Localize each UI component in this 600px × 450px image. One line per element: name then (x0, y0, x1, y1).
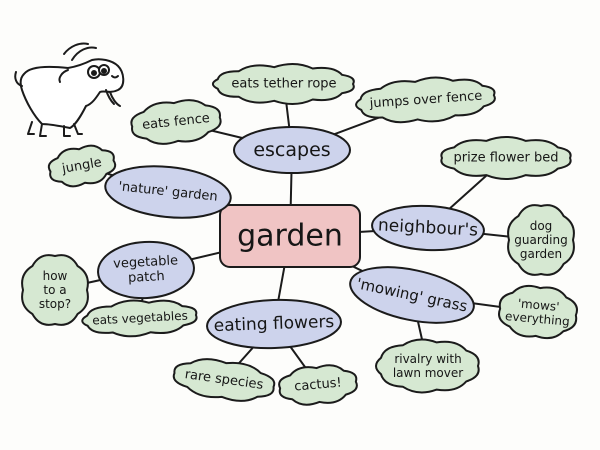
cloud-shape (498, 284, 578, 340)
topic-neighbours: neighbour's (371, 204, 485, 252)
node-label: eats tether rope (231, 77, 336, 92)
cloud-shape (278, 364, 358, 406)
node-label: eats vegetables (92, 309, 188, 328)
node-label: rivalry with (394, 352, 461, 366)
leaf-jumps-over-fence: jumps over fence (355, 76, 496, 124)
bubble-shape (219, 204, 361, 268)
cloud-shape (172, 358, 276, 402)
node-label: guarding (514, 233, 567, 247)
cloud-shape (355, 76, 496, 124)
bubble-shape (206, 298, 342, 350)
central-topic: garden (219, 204, 361, 268)
node-label: to a (43, 283, 66, 297)
node-label: lawn mover (393, 366, 463, 380)
cloud-shape (440, 135, 572, 181)
node-label: jungle (60, 155, 103, 177)
leaf-eats-vegetables: eats vegetables (81, 299, 198, 338)
topic-nature-garden: 'nature' garden (104, 165, 232, 219)
bubble-shape (371, 204, 485, 252)
node-label: patch (128, 269, 165, 286)
leaf-cactus: cactus! (278, 364, 358, 406)
node-label: escapes (253, 139, 330, 161)
node-label: dog (530, 219, 553, 233)
mind-map-nodes: garden escapes 'nature' garden neighbour's v… (21, 63, 578, 406)
node-label: eats fence (141, 111, 210, 133)
bubble-shape (104, 165, 232, 219)
leaf-eats-tether-rope: eats tether rope (211, 63, 355, 105)
node-label: vegetable (113, 253, 179, 271)
topic-eating-flowers: eating flowers (206, 298, 342, 350)
node-label: prize flower bed (454, 151, 559, 166)
bubble-shape (97, 240, 195, 300)
node-label: how (43, 269, 68, 283)
leaf-mows-everything: 'mows'everything (498, 284, 578, 340)
cloud-shape (130, 99, 222, 145)
leaf-rare-species: rare species (172, 358, 276, 402)
node-label: 'mows' (517, 296, 560, 314)
leaf-prize-flower-bed: prize flower bed (440, 135, 572, 181)
cloud-shape (81, 299, 198, 338)
leaf-eats-fence: eats fence (130, 99, 222, 145)
bubble-shape (349, 266, 475, 324)
cloud-shape (47, 144, 117, 188)
node-label: garden (237, 219, 343, 254)
goat-icon (14, 42, 125, 137)
cloud-shape (375, 338, 480, 394)
cloud-shape (211, 63, 355, 105)
topic-mowing-grass: 'mowing' grass (349, 266, 475, 324)
node-label: everything (505, 309, 571, 329)
cloud-shape (507, 204, 575, 276)
bubble-shape (233, 126, 351, 174)
node-label: garden (520, 247, 562, 261)
node-label: eating flowers (213, 312, 334, 336)
cloud-shape (21, 254, 89, 326)
topic-escapes: escapes (233, 126, 351, 174)
node-label: cactus! (294, 375, 343, 394)
node-label: stop? (39, 297, 71, 311)
leaf-jungle: jungle (47, 144, 117, 188)
